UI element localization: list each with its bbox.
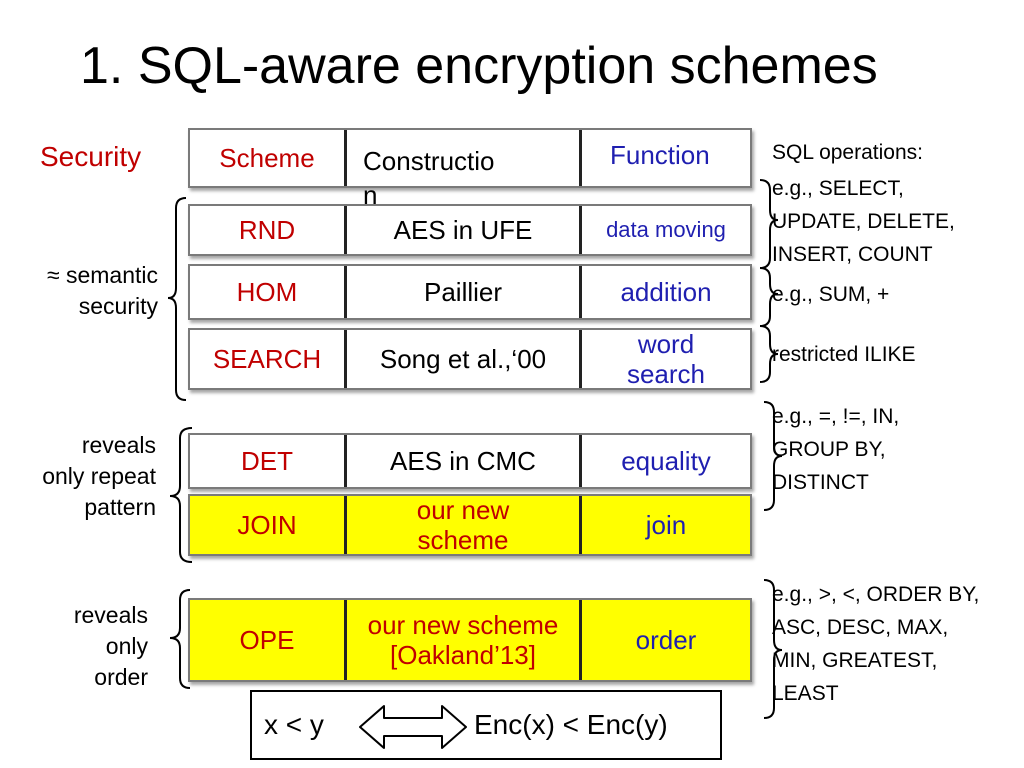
- left-brace-repeat: [169, 427, 193, 563]
- security-header: Security: [40, 141, 142, 172]
- security-group-repeat-pattern: reveals only repeat pattern: [42, 432, 156, 520]
- security-group-order: reveals only order: [73, 602, 148, 690]
- construction-cell: our new scheme [Oakland’13]: [344, 600, 582, 680]
- security-group-semantic: ≈ semantic security: [46, 262, 158, 319]
- slide-title: 1. SQL-aware encryption schemes: [80, 37, 878, 95]
- sql-ops-search: restricted ILIKE: [772, 343, 916, 366]
- left-brace-order: [169, 589, 191, 689]
- scheme-cell: OPE: [239, 625, 295, 655]
- row-join: JOIN our new scheme join: [188, 494, 752, 556]
- scheme-cell: DET: [241, 446, 293, 476]
- row-det: DET AES in CMC equality: [188, 433, 752, 489]
- sql-ops-hom: e.g., SUM, +: [772, 283, 890, 306]
- equivalence-left: x < y: [264, 709, 324, 740]
- equivalence-box: x < y Enc(x) < Enc(y): [250, 690, 722, 760]
- scheme-cell: RND: [238, 215, 296, 245]
- construction-cell: Paillier: [344, 266, 582, 318]
- scheme-cell: JOIN: [237, 510, 297, 540]
- function-cell: equality: [621, 446, 711, 476]
- row-ope: OPE our new scheme [Oakland’13] order: [188, 598, 752, 682]
- row-hom: HOM Paillier addition: [188, 264, 752, 320]
- right-brace-rnd: [759, 179, 779, 269]
- sql-ops-ope: e.g., >, <, ORDER BY, ASC, DESC, MAX, MI…: [772, 583, 980, 705]
- sql-operations-header: SQL operations:: [772, 141, 923, 164]
- construction-cell: Song et al.,‘00: [344, 330, 582, 388]
- right-brace-ope: [763, 579, 783, 719]
- function-cell: join: [645, 510, 687, 540]
- row-rnd: RND AES in UFE data moving: [188, 204, 752, 256]
- function-header: Function: [610, 140, 710, 170]
- construction-cell: AES in UFE: [344, 206, 582, 254]
- right-brace-search: [759, 325, 779, 383]
- equivalence-right: Enc(x) < Enc(y): [474, 709, 668, 740]
- function-cell: data moving: [606, 217, 726, 242]
- construction-header: Constructio n: [344, 130, 582, 210]
- function-cell: word search: [626, 329, 706, 389]
- scheme-cell: SEARCH: [212, 344, 322, 374]
- function-cell: order: [635, 625, 697, 655]
- header-row: Scheme Constructio n Function: [188, 128, 752, 210]
- sql-ops-rnd: e.g., SELECT, UPDATE, DELETE, INSERT, CO…: [772, 177, 955, 266]
- row-search: SEARCH Song et al.,‘00 word search: [188, 328, 752, 390]
- construction-header-text: Constructio n: [363, 146, 495, 210]
- sql-ops-det: e.g., =, !=, IN, GROUP BY, DISTINCT: [772, 405, 900, 494]
- left-brace-semantic: [167, 197, 187, 401]
- scheme-header: Scheme: [219, 143, 315, 173]
- scheme-cell: HOM: [236, 277, 298, 307]
- right-brace-det: [763, 401, 783, 511]
- double-arrow-icon: [359, 705, 467, 749]
- right-brace-hom: [759, 267, 779, 327]
- construction-cell: our new scheme: [344, 495, 582, 555]
- function-cell: addition: [620, 277, 712, 307]
- construction-cell: AES in CMC: [344, 435, 582, 487]
